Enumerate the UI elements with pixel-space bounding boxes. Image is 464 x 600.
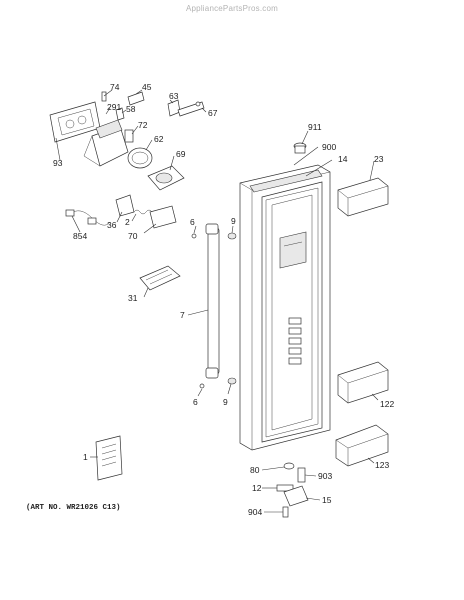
part-903-pin bbox=[297, 467, 306, 483]
part-904-screw bbox=[282, 506, 289, 518]
callout-69: 69 bbox=[176, 149, 186, 159]
part-72-switch bbox=[124, 129, 134, 143]
callout-45: 45 bbox=[142, 82, 152, 92]
callout-93: 93 bbox=[53, 158, 63, 168]
part-6-screw-top bbox=[191, 233, 197, 239]
part-36-bracket bbox=[115, 194, 135, 217]
callout-911: 911 bbox=[308, 122, 322, 132]
callout-291: 291 bbox=[107, 102, 121, 112]
callout-70: 70 bbox=[128, 231, 138, 241]
callout-12: 12 bbox=[252, 483, 262, 493]
part-1-literature bbox=[95, 435, 123, 481]
part-15-hinge bbox=[283, 485, 309, 507]
callout-903: 903 bbox=[318, 471, 332, 481]
part-69-motor bbox=[147, 165, 185, 191]
part-67-hinge-pin bbox=[177, 101, 205, 117]
callout-62: 62 bbox=[154, 134, 164, 144]
watermark: AppliancePartsPros.com bbox=[186, 4, 278, 13]
callout-58: 58 bbox=[126, 104, 136, 114]
part-63-hinge bbox=[167, 99, 181, 117]
part-45-bracket bbox=[127, 91, 145, 106]
art-number: (ART NO. WR21026 C13) bbox=[26, 504, 121, 512]
dispenser-button-2 bbox=[288, 327, 302, 335]
leader-lines bbox=[55, 89, 379, 513]
part-58-clip bbox=[115, 107, 125, 121]
dispenser-button-5 bbox=[288, 357, 302, 365]
part-2-spring bbox=[133, 209, 153, 215]
callout-900: 900 bbox=[322, 142, 336, 152]
dispenser-button-3 bbox=[288, 337, 302, 345]
callout-labels: 74 45 291 58 63 67 72 62 93 69 911 900 1… bbox=[53, 82, 394, 517]
callout-36: 36 bbox=[107, 220, 117, 230]
part-70-actuator bbox=[149, 205, 177, 229]
dispenser-button-1 bbox=[288, 317, 302, 325]
callout-15: 15 bbox=[322, 495, 332, 505]
callout-122: 122 bbox=[380, 399, 394, 409]
part-6-screw-bottom bbox=[199, 383, 205, 389]
callout-6-bottom: 6 bbox=[193, 397, 198, 407]
callout-9-bottom: 9 bbox=[223, 397, 228, 407]
callout-1: 1 bbox=[83, 452, 88, 462]
callout-80: 80 bbox=[250, 465, 260, 475]
part-9-cap-bottom bbox=[227, 377, 237, 385]
callout-123: 123 bbox=[375, 460, 389, 470]
part-854-wire-harness bbox=[65, 209, 111, 226]
part-122-door-bin bbox=[337, 361, 389, 404]
part-911-cap bbox=[293, 142, 307, 154]
callout-904: 904 bbox=[248, 507, 262, 517]
part-291-chute bbox=[83, 119, 129, 167]
part-74-screw bbox=[101, 91, 107, 102]
part-7-handle bbox=[205, 223, 220, 379]
callout-2: 2 bbox=[125, 217, 130, 227]
part-80-bushing bbox=[283, 462, 295, 470]
dispenser-button-4 bbox=[288, 347, 302, 355]
part-62-motor-cover bbox=[127, 147, 153, 169]
callout-63: 63 bbox=[169, 91, 179, 101]
part-123-door-bin bbox=[335, 424, 389, 467]
callout-9-top: 9 bbox=[231, 216, 236, 226]
part-23-door-bin bbox=[337, 177, 389, 217]
callout-72: 72 bbox=[138, 120, 148, 130]
callout-23: 23 bbox=[374, 154, 384, 164]
callout-7: 7 bbox=[180, 310, 185, 320]
callout-74: 74 bbox=[110, 82, 120, 92]
part-9-cap-top bbox=[227, 232, 237, 240]
callout-14: 14 bbox=[338, 154, 348, 164]
door-assembly bbox=[239, 164, 331, 451]
callout-31: 31 bbox=[128, 293, 138, 303]
callout-854: 854 bbox=[73, 231, 87, 241]
part-31-drip-tray bbox=[139, 265, 181, 291]
callout-6-top: 6 bbox=[190, 217, 195, 227]
callout-67: 67 bbox=[208, 108, 218, 118]
